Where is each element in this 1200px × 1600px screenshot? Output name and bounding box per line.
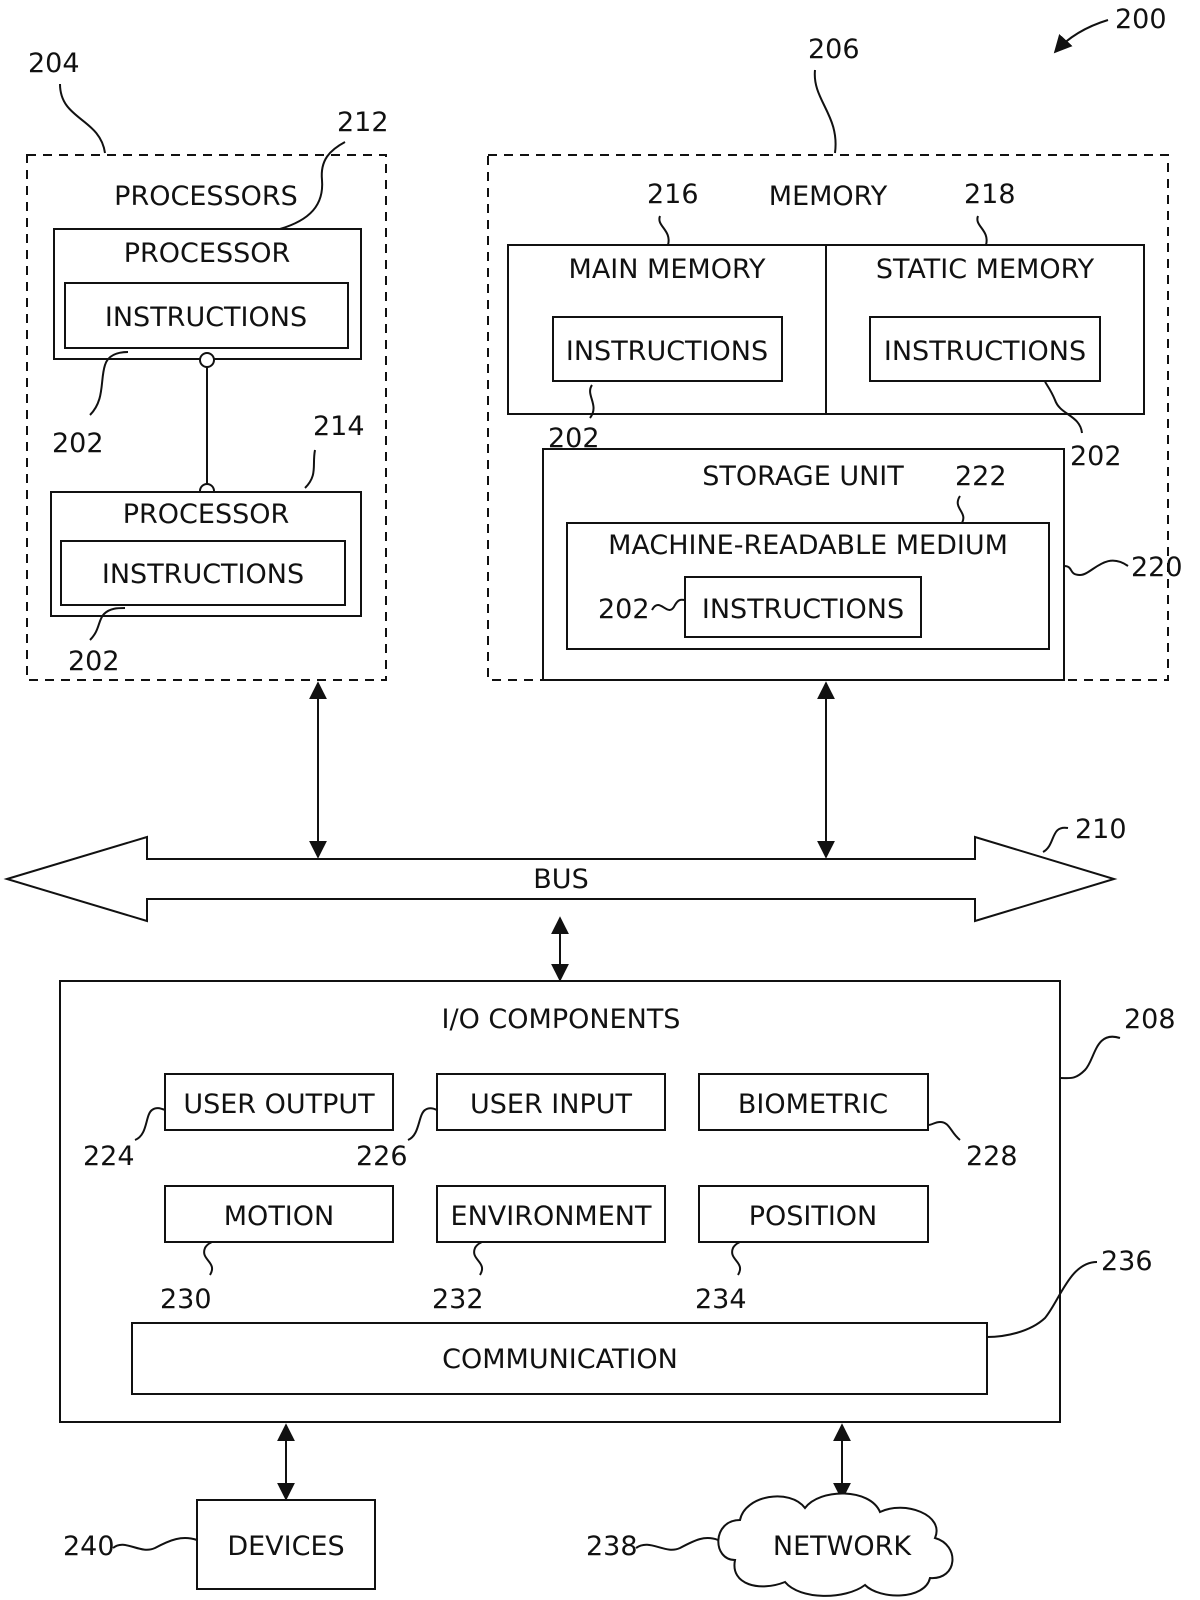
user-input-leader <box>407 1107 438 1141</box>
communication-ref: 236 <box>1101 1246 1153 1277</box>
bus-arrow <box>3 835 1118 923</box>
processor-a-title: PROCESSOR <box>124 238 291 269</box>
figure-ref: 200 <box>1115 4 1167 35</box>
medium-instr-ref: 202 <box>598 594 650 625</box>
processor-a-instructions-box <box>64 282 349 349</box>
position-label: POSITION <box>749 1201 878 1232</box>
user-output-box <box>164 1073 394 1131</box>
processor-a-instructions: INSTRUCTIONS <box>105 302 307 333</box>
static-memory-ref: 218 <box>964 179 1016 210</box>
processor-a-instr-ref: 202 <box>52 428 104 459</box>
main-memory-instructions: INSTRUCTIONS <box>566 336 768 367</box>
memory-title: MEMORY <box>769 181 888 212</box>
medium-leader <box>956 495 965 524</box>
medium-ref: 222 <box>955 461 1007 492</box>
communication-label: COMMUNICATION <box>442 1344 678 1375</box>
medium-instructions-box <box>684 576 922 638</box>
processor-a-leader <box>279 141 346 230</box>
io-ref: 208 <box>1124 1004 1176 1035</box>
user-output-ref: 224 <box>83 1141 135 1172</box>
motion-leader <box>203 1241 213 1276</box>
bus-label: BUS <box>533 864 588 895</box>
processor-b-title: PROCESSOR <box>123 499 290 530</box>
medium-instructions: INSTRUCTIONS <box>702 594 904 625</box>
processors-ref: 204 <box>28 48 80 79</box>
communication-box <box>131 1322 988 1395</box>
main-memory-leader <box>658 215 670 246</box>
position-leader <box>731 1241 741 1276</box>
processor-b-ref: 214 <box>313 411 365 442</box>
user-output-leader <box>134 1107 166 1141</box>
bus-ref: 210 <box>1075 814 1127 845</box>
medium-instr-leader <box>651 598 686 611</box>
environment-leader <box>473 1241 483 1276</box>
medium-title: MACHINE-READABLE MEDIUM <box>608 530 1008 561</box>
communication-leader <box>986 1261 1098 1338</box>
motion-box <box>164 1185 394 1243</box>
network-cloud <box>717 1492 954 1597</box>
devices-label: DEVICES <box>227 1531 344 1562</box>
main-memory-instructions-box <box>552 316 783 382</box>
static-memory-instr-leader <box>1044 380 1083 434</box>
processor-a-ref: 212 <box>337 107 389 138</box>
user-input-box <box>436 1073 666 1131</box>
environment-box <box>436 1185 666 1243</box>
user-output-label: USER OUTPUT <box>183 1089 375 1120</box>
storage-unit-leader <box>1063 559 1129 577</box>
io-leader <box>1059 1035 1121 1080</box>
environment-label: ENVIRONMENT <box>451 1201 652 1232</box>
user-input-ref: 226 <box>356 1141 408 1172</box>
main-memory-title: MAIN MEMORY <box>569 254 766 285</box>
processor-b-instr-leader <box>89 607 126 641</box>
processors-title: PROCESSORS <box>114 181 298 212</box>
network-ref: 238 <box>586 1531 638 1562</box>
static-memory-instr-ref: 202 <box>1070 441 1122 472</box>
network-label: NETWORK <box>773 1531 912 1562</box>
static-memory-title: STATIC MEMORY <box>876 254 1095 285</box>
figure-ref-arrow <box>1053 19 1109 54</box>
motion-label: MOTION <box>224 1201 334 1232</box>
devices-ref: 240 <box>63 1531 115 1562</box>
processor-b-instructions: INSTRUCTIONS <box>102 559 304 590</box>
biometric-label: BIOMETRIC <box>738 1089 888 1120</box>
main-memory-instr-leader <box>589 384 595 419</box>
biometric-ref: 228 <box>966 1141 1018 1172</box>
static-memory-instructions-box <box>869 316 1101 382</box>
processor-a-instr-leader <box>89 351 129 416</box>
processors-leader <box>59 83 106 154</box>
user-input-label: USER INPUT <box>470 1089 633 1120</box>
devices-leader <box>112 1537 198 1551</box>
processor-link-node-top <box>199 352 215 368</box>
processor-b-instr-ref: 202 <box>68 646 120 677</box>
bus-leader <box>1042 826 1069 853</box>
memory-ref: 206 <box>808 34 860 65</box>
io-title: I/O COMPONENTS <box>442 1004 681 1035</box>
memory-leader <box>813 69 837 154</box>
processor-b-leader <box>304 449 316 489</box>
storage-unit-ref: 220 <box>1131 552 1183 583</box>
network-leader <box>635 1537 719 1551</box>
static-memory-instructions: INSTRUCTIONS <box>884 336 1086 367</box>
processors-group <box>26 154 387 681</box>
motion-ref: 230 <box>160 1284 212 1315</box>
position-box <box>698 1185 929 1243</box>
devices-box <box>196 1499 376 1590</box>
position-ref: 234 <box>695 1284 747 1315</box>
biometric-box <box>698 1073 929 1131</box>
static-memory-leader <box>976 215 988 246</box>
main-memory-ref: 216 <box>647 179 699 210</box>
environment-ref: 232 <box>432 1284 484 1315</box>
processor-b-instructions-box <box>60 540 346 606</box>
biometric-leader <box>927 1120 961 1141</box>
storage-unit-title: STORAGE UNIT <box>702 461 904 492</box>
